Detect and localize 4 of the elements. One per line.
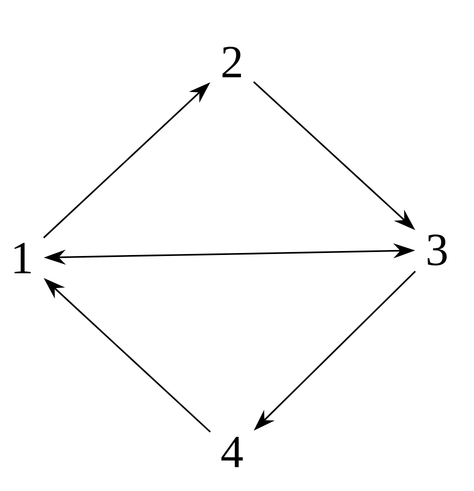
node-label: 2 xyxy=(222,46,241,78)
node-label: 3 xyxy=(428,234,447,266)
node-label: 4 xyxy=(221,436,243,468)
node-label: 1 xyxy=(14,242,31,274)
